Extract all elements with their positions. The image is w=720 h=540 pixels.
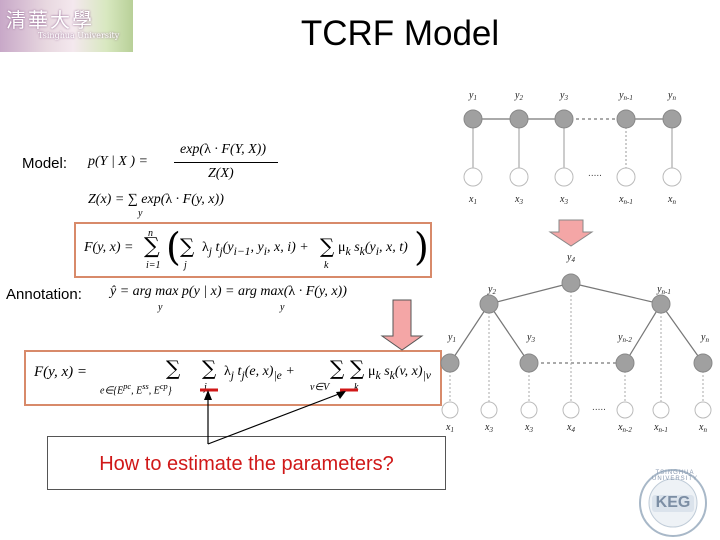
tree-level3-label: y3 <box>526 332 535 344</box>
formula-tree-feature-box: F(y, x) = ∑ e∈{Epc, Ess, Ecp} ∑ j λj tj(… <box>24 350 442 406</box>
tree-observation-node <box>616 401 634 419</box>
keg-logo-ring-text: TSINGHUA UNIVERSITY <box>651 470 698 482</box>
logo-chinese-text: 清華大學 <box>6 8 94 32</box>
top-observation-node <box>616 167 636 187</box>
top-y-label: yn <box>667 90 676 102</box>
formula-annotation-argmax: ŷ = arg max p(y | x) = arg max(λ · F(y, … <box>110 284 347 313</box>
top-y-label: y1 <box>468 90 477 102</box>
tree-root-label: y4 <box>566 252 575 264</box>
top-observation-node <box>463 167 483 187</box>
model-label: Model: <box>22 155 68 172</box>
top-x-label: x3 <box>559 194 568 206</box>
formula-partition-function: Z(x) = ∑ exp(λ · F(y, x)) y <box>88 192 224 219</box>
tree-level2-node <box>651 294 671 314</box>
question-text: How to estimate the parameters? <box>99 453 394 475</box>
pointer-line-mu <box>207 391 345 445</box>
top-x-label: x1 <box>468 194 477 206</box>
tree-observation-node <box>480 401 498 419</box>
tree-observation-node <box>562 401 580 419</box>
slide-title: TCRF Model <box>300 14 500 53</box>
tree-edge <box>570 282 662 305</box>
annotation-label: Annotation: <box>6 286 82 303</box>
top-y-label: yn-1 <box>618 90 633 102</box>
tree-level3-node <box>615 353 635 373</box>
keg-logo <box>639 469 707 537</box>
top-label-node <box>616 109 636 129</box>
tree-edge <box>449 303 490 364</box>
top-label-node <box>554 109 574 129</box>
university-logo: 清華大學 Tsinghua University <box>0 0 133 52</box>
top-label-node <box>662 109 682 129</box>
tree-x-label: x3 <box>524 422 533 434</box>
tree-edge <box>624 303 662 364</box>
logo-english-text: Tsinghua University <box>38 31 120 40</box>
question-box: How to estimate the parameters? <box>47 436 446 490</box>
top-x-label: x3 <box>514 194 523 206</box>
tree-edge <box>488 303 530 364</box>
tree-ellipsis: ..... <box>592 402 606 413</box>
down-arrow-formula <box>380 299 424 351</box>
tree-level2-label: yn-1 <box>656 284 671 296</box>
tree-level3-label: yn <box>700 332 709 344</box>
tree-edge <box>660 303 704 364</box>
tree-level2-label: y2 <box>487 284 496 296</box>
tree-level2-node <box>479 294 499 314</box>
tree-edge <box>488 282 572 305</box>
top-y-label: y2 <box>514 90 523 102</box>
pointer-head-lambda <box>204 390 212 400</box>
keg-logo-text: KEG <box>655 494 691 511</box>
tree-x-label: xn-2 <box>617 422 632 434</box>
top-y-label: y3 <box>559 90 568 102</box>
top-label-node <box>463 109 483 129</box>
formula-feature-sum-box: F(y, x) = n ∑ i=1 ( ∑ j λj tj(yi−1, yi, … <box>74 222 432 278</box>
formula-conditional-probability: p(Y | X ) = exp(λ · F(Y, X)) Z(X) <box>88 142 278 184</box>
top-observation-node <box>509 167 529 187</box>
tree-x-label: x4 <box>566 422 575 434</box>
top-observation-node <box>554 167 574 187</box>
pointer-head-mu <box>336 391 346 399</box>
tree-level3-label: y1 <box>447 332 456 344</box>
tree-x-label: x1 <box>445 422 454 434</box>
tree-level3-node <box>440 353 460 373</box>
tree-x-label: x3 <box>484 422 493 434</box>
tree-observation-node <box>520 401 538 419</box>
down-arrow-graphs <box>548 219 594 247</box>
tree-observation-node <box>694 401 712 419</box>
tree-observation-node <box>652 401 670 419</box>
top-x-label: xn-1 <box>618 194 633 206</box>
top-x-label: xn <box>667 194 676 206</box>
tree-level3-node <box>693 353 713 373</box>
tree-x-label: xn <box>698 422 707 434</box>
tree-observation-node <box>441 401 459 419</box>
top-observation-node <box>662 167 682 187</box>
tree-level3-node <box>519 353 539 373</box>
top-label-node <box>509 109 529 129</box>
top-ellipsis: ..... <box>588 168 602 179</box>
tree-x-label: xn-1 <box>653 422 668 434</box>
tree-level3-label: yn-2 <box>617 332 632 344</box>
tree-root-node <box>561 273 581 293</box>
